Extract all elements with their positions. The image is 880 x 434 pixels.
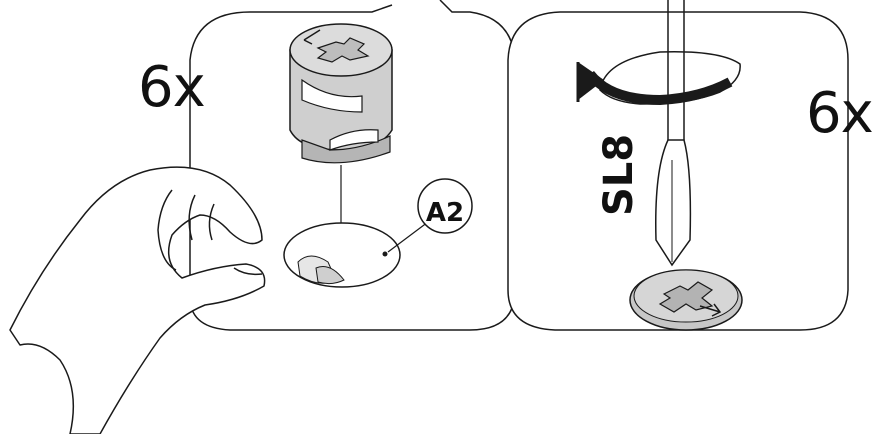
tool-label: SL8 bbox=[596, 133, 642, 216]
cam-lock-fitting bbox=[289, 23, 393, 245]
part-id-label: A2 bbox=[425, 198, 465, 228]
left-panel-frame bbox=[189, 0, 516, 331]
screwdriver-illustration bbox=[576, 0, 741, 267]
quantity-label-left: 6x bbox=[138, 55, 206, 120]
cam-lock-top bbox=[629, 269, 743, 331]
quantity-label-right: 6x bbox=[806, 81, 874, 146]
hand-illustration bbox=[9, 166, 266, 434]
panel-hole bbox=[283, 221, 429, 288]
part-callout-circle bbox=[417, 178, 473, 234]
